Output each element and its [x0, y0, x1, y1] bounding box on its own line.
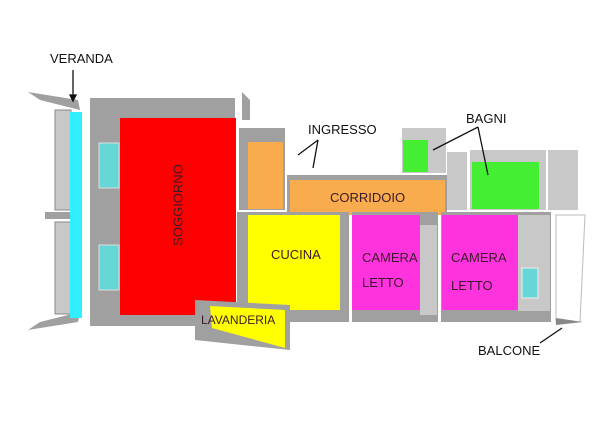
- label-bagni: BAGNI: [466, 111, 507, 126]
- soggiorno-room: [120, 118, 236, 315]
- label-cucina: CUCINA: [271, 247, 321, 262]
- label-soggiorno: SOGGIORNO: [170, 164, 186, 246]
- label-lavanderia: LAVANDERIA: [201, 313, 276, 327]
- label-camera-1-line1: CAMERA: [362, 250, 418, 265]
- veranda-room: [70, 112, 82, 318]
- cucina-room: [248, 215, 340, 310]
- label-camera-2-line2: LETTO: [451, 278, 493, 293]
- label-camera-2-line1: CAMERA: [451, 250, 507, 265]
- ingresso-room: [248, 142, 283, 209]
- label-balcone: BALCONE: [478, 343, 541, 358]
- camera-2-room: [442, 215, 518, 310]
- lavanderia-room: [210, 306, 285, 348]
- label-veranda: VERANDA: [50, 51, 113, 66]
- soggiorno-area: [90, 92, 250, 326]
- camera-1-room: [352, 215, 420, 310]
- veranda-area: [28, 92, 82, 330]
- corridoio-room: [290, 180, 445, 215]
- label-ingresso: INGRESSO: [308, 122, 377, 137]
- bagno-1-room: [403, 140, 428, 172]
- label-camera-1-line2: LETTO: [362, 275, 404, 290]
- annotation-arrows: [68, 70, 563, 344]
- label-corridoio: CORRIDOIO: [330, 190, 406, 205]
- bagno-2-room: [472, 162, 539, 209]
